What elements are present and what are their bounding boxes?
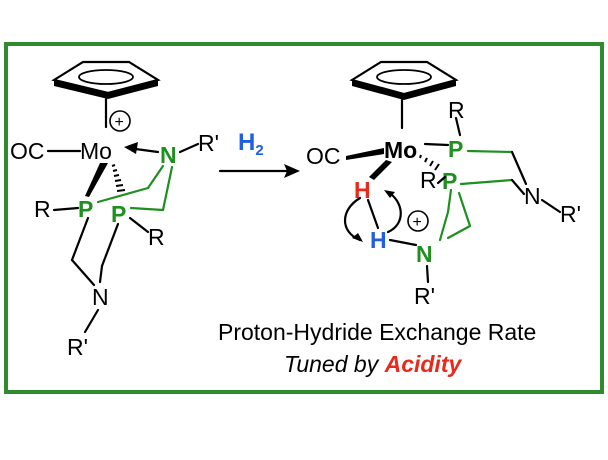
molybdenum-label-right: Mo <box>384 137 417 163</box>
carbonyl-label-left: OC <box>10 138 45 164</box>
nitrogen-protonated: N <box>416 241 433 267</box>
charge-right: + <box>413 214 422 231</box>
phosphorus-right: P <box>111 201 126 227</box>
caption: Proton-Hydride Exchange Rate Tuned by Ac… <box>218 319 536 377</box>
r-prime-nitrogen-left: R' <box>198 130 219 156</box>
green-frame <box>4 42 604 394</box>
nitrogen-right: N <box>524 183 541 209</box>
r-phosphorus-right: R <box>148 224 165 250</box>
carbonyl-label-right: OC <box>306 143 341 169</box>
phosphorus-left: P <box>78 196 93 222</box>
reagent-h2: H2 <box>238 129 264 159</box>
r-phosphorus-left: R <box>34 196 51 222</box>
reactant-complex: OC Mo + N R' P P R R <box>10 60 219 360</box>
charge-left: + <box>115 114 124 131</box>
phosphorus-mid-right: P <box>442 168 457 194</box>
protic-h: H <box>370 227 387 253</box>
r-prime-bottom-right: R' <box>414 283 435 309</box>
cyclopentadienyl-ring-left <box>51 60 161 99</box>
caption-line-2: Tuned by Acidity <box>284 351 462 377</box>
nitrogen-top-left: N <box>160 142 177 168</box>
r-prime-right: R' <box>560 201 581 227</box>
caption-highlight-acidity: Acidity <box>384 351 463 377</box>
molybdenum-label-left: Mo <box>80 138 112 164</box>
r-prime-bottom-left: R' <box>67 334 88 360</box>
product-complex: Mo OC H P P R R N <box>306 60 581 309</box>
cyclopentadienyl-ring-right <box>349 60 459 100</box>
caption-line-1: Proton-Hydride Exchange Rate <box>218 319 536 345</box>
r-phosphorus-top: R <box>448 97 465 123</box>
phosphorus-top-right: P <box>448 136 463 162</box>
nitrogen-bottom-left: N <box>92 284 109 310</box>
r-phosphorus-mid: R <box>420 167 437 193</box>
caption-line-2-prefix: Tuned by <box>284 351 385 377</box>
hydride-h: H <box>354 177 371 203</box>
reaction-arrow: H2 <box>218 129 300 178</box>
